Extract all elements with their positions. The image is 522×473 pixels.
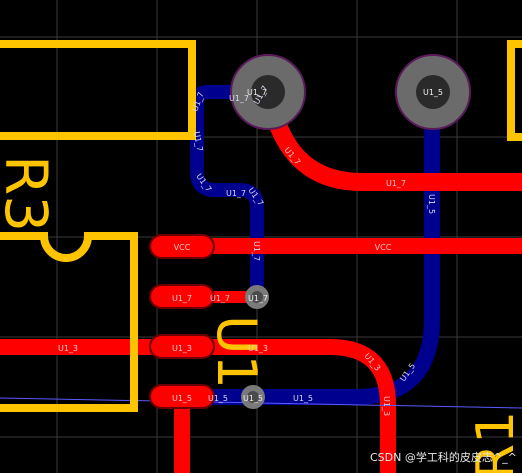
through-hole-pads [230, 54, 471, 130]
net-label: U1_5 [423, 88, 443, 97]
trace-u1-7-top[interactable] [269, 121, 522, 191]
net-label: U1_3 [58, 344, 78, 353]
net-label: U1_7 [210, 294, 230, 303]
u1-pads [149, 234, 215, 409]
net-label: U1_7 [247, 88, 267, 97]
net-label: U1_7 [386, 179, 406, 188]
u1-outline[interactable] [0, 232, 138, 412]
u1-pad-u1-5[interactable] [149, 384, 215, 409]
u1-pad-vcc[interactable] [149, 234, 215, 259]
ref-r1[interactable]: R1 [466, 411, 522, 473]
via-u1-5-hole [247, 391, 259, 403]
trace-u1-7-bottom[interactable] [190, 85, 264, 304]
net-label: U1_7 [252, 241, 261, 261]
via-u1-7-hole [251, 291, 263, 303]
net-label: U1_7 [229, 94, 249, 103]
th-pad-u1-7-hole [251, 75, 285, 109]
net-label: U1_7 [226, 189, 246, 198]
u1-pad-u1-3[interactable] [149, 334, 215, 359]
net-label: U1_5 [172, 394, 192, 403]
r3-outline[interactable] [0, 40, 196, 140]
net-label: U1_7 [172, 294, 192, 303]
net-label: U1_7 [192, 131, 204, 152]
top-layer-traces [0, 121, 522, 473]
net-label: U1_3 [172, 344, 192, 353]
bottom-layer-traces [172, 84, 440, 405]
net-label: U1_3 [248, 344, 268, 353]
ref-r3[interactable]: R3 [0, 155, 60, 232]
net-label: U1_3 [382, 396, 391, 416]
net-label: U1_7 [248, 294, 268, 303]
net-label: VCC [375, 243, 392, 252]
net-label: VCC [174, 243, 191, 252]
u1-pad-u1-7[interactable] [149, 284, 215, 309]
trace-u1-3[interactable] [0, 339, 396, 473]
vias [241, 285, 269, 409]
net-label: U1_5 [243, 394, 263, 403]
net-label: U1_5 [293, 394, 313, 403]
trace-u1-5-bottom[interactable] [172, 84, 440, 405]
net-label: U1_5 [427, 194, 436, 214]
r-top-right-outline[interactable] [507, 40, 522, 141]
net-label: U1_5 [208, 394, 228, 403]
watermark: CSDN @学工科的皮皮志^_^ [370, 450, 517, 464]
th-pad-u1-5-hole [416, 75, 450, 109]
silkscreen-outlines [0, 40, 522, 412]
ref-u1[interactable]: U1 [205, 315, 268, 389]
